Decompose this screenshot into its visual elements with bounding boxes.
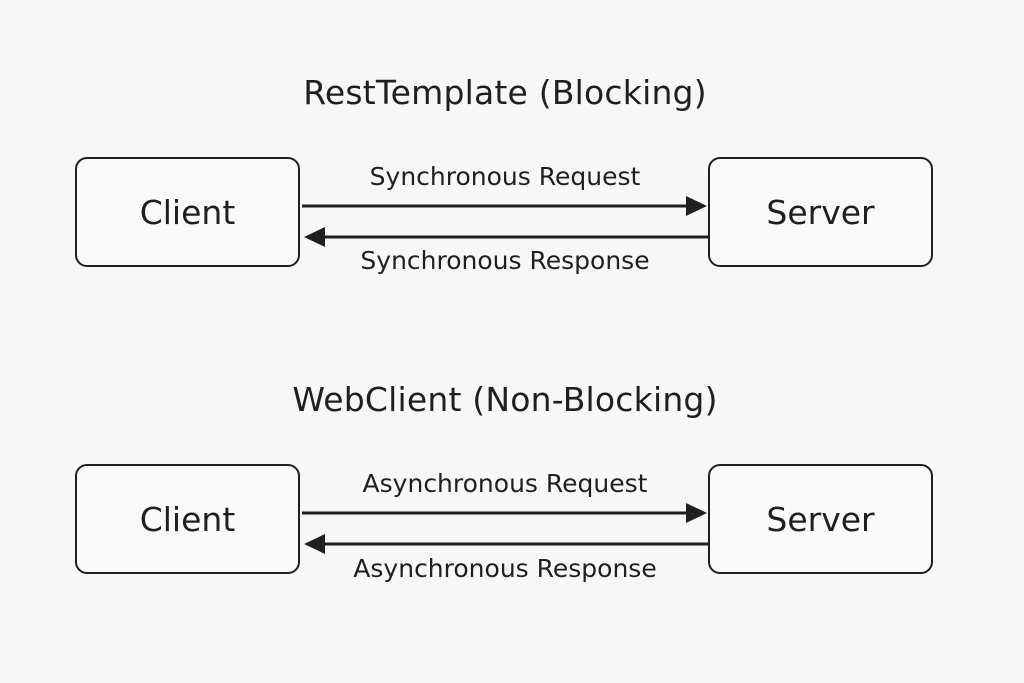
resttemplate-response-label: Synchronous Response — [360, 246, 650, 275]
webclient-request-arrow — [302, 503, 707, 523]
webclient-server-label: Server — [766, 499, 875, 539]
resttemplate-client-box: Client — [75, 157, 300, 267]
resttemplate-response-arrow — [304, 227, 708, 247]
resttemplate-server-label: Server — [766, 192, 875, 232]
webclient-client-label: Client — [139, 499, 236, 539]
webclient-server-box: Server — [708, 464, 933, 574]
resttemplate-request-arrow — [302, 196, 707, 216]
resttemplate-client-label: Client — [139, 192, 236, 232]
webclient-request-label: Asynchronous Request — [362, 469, 648, 498]
resttemplate-request-label: Synchronous Request — [369, 162, 641, 191]
resttemplate-server-box: Server — [708, 157, 933, 267]
webclient-response-label: Asynchronous Response — [353, 554, 657, 583]
resttemplate-title: RestTemplate (Blocking) — [303, 73, 707, 112]
webclient-title: WebClient (Non-Blocking) — [292, 380, 718, 419]
webclient-response-arrow — [304, 534, 708, 554]
webclient-client-box: Client — [75, 464, 300, 574]
